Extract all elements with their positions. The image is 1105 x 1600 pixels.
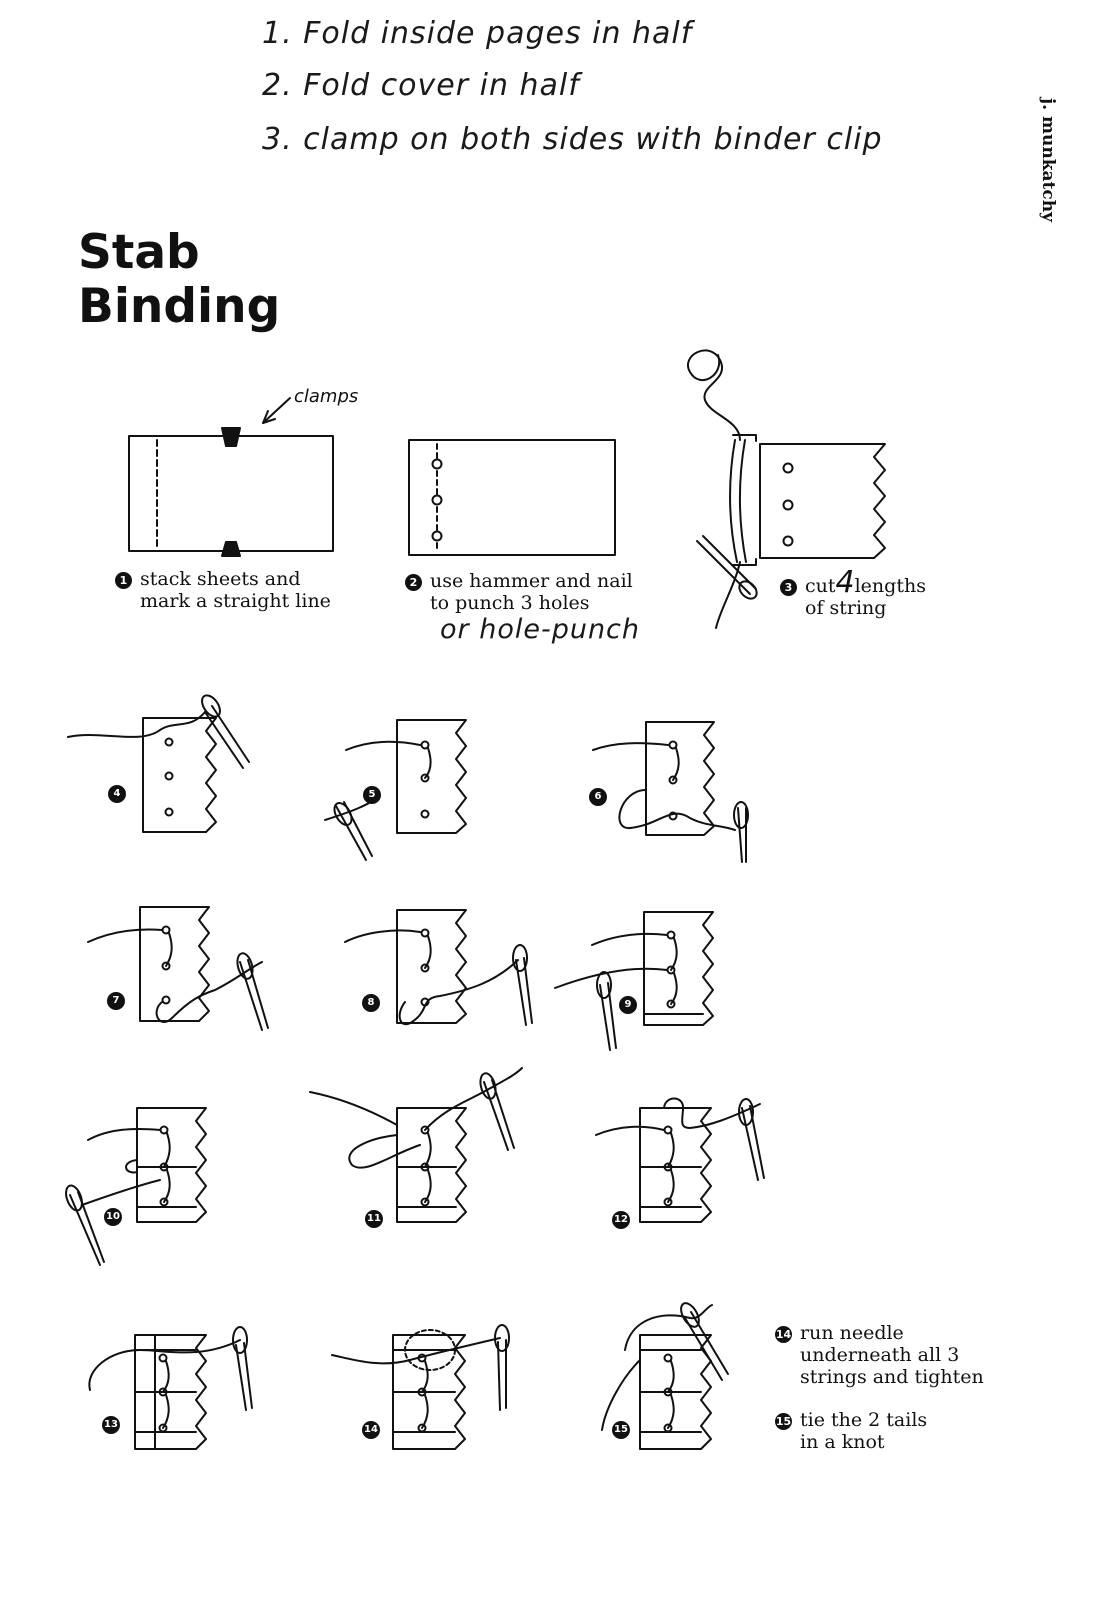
instruction-2: 2. Fold cover in half [262, 68, 580, 103]
diagram-12-number: 12 [612, 1211, 630, 1229]
step-9-diagram [554, 911, 714, 1051]
step-14-line-2: underneath all 3 [800, 1344, 960, 1366]
step-1-line-1: stack sheets and [140, 568, 301, 590]
step-14-caption: 14 run needle underneath all 3 strings an… [775, 1322, 984, 1388]
diagram-13-number: 13 [102, 1416, 120, 1434]
step-2-caption: 2 use hammer and nail to punch 3 holes [405, 570, 633, 614]
diagram-5-number: 5 [363, 786, 381, 804]
step-1-caption: 1 stack sheets and mark a straight line [115, 568, 331, 612]
step-14-line-3: strings and tighten [800, 1366, 984, 1388]
step-3-line-1-prefix: cut [805, 575, 836, 597]
step-15-line-1: tie the 2 tails [800, 1409, 928, 1431]
step-15-number: 15 [775, 1413, 792, 1430]
step-2-line-2: to punch 3 holes [430, 592, 590, 614]
step-14-diagram [331, 1324, 510, 1450]
step-14-number: 14 [775, 1326, 792, 1343]
title-line-2: Binding [78, 279, 281, 334]
step-3-number: 3 [780, 579, 797, 596]
instruction-1: 1. Fold inside pages in half [262, 16, 693, 51]
instruction-3: 3. clamp on both sides with binder clip [262, 122, 883, 157]
step-3-line-1-suffix: lengths [854, 575, 926, 597]
step-15-caption: 15 tie the 2 tails in a knot [775, 1409, 927, 1453]
diagram-11-number: 11 [365, 1210, 383, 1228]
page-title: Stab Binding [78, 226, 280, 334]
diagram-6-number: 6 [589, 788, 607, 806]
step-5-diagram [324, 719, 467, 861]
step-2-diagram [408, 439, 616, 556]
diagram-4-number: 4 [108, 785, 126, 803]
step-1-line-2: mark a straight line [140, 590, 331, 612]
step-4-diagram [67, 694, 250, 833]
diagram-10-number: 10 [104, 1208, 122, 1226]
step-7-diagram [87, 906, 269, 1031]
step-1-number: 1 [115, 572, 132, 589]
step-15-diagram [601, 1302, 729, 1450]
step-12-diagram [595, 1097, 765, 1223]
step-11-diagram [309, 1067, 523, 1223]
diagram-9-number: 9 [619, 996, 637, 1014]
diagram-14-number: 14 [362, 1421, 380, 1439]
step-2-number: 2 [405, 574, 422, 591]
clamps-label: clamps [294, 386, 358, 407]
diagram-7-number: 7 [107, 992, 125, 1010]
step-3-diagram [687, 349, 886, 629]
step-8-diagram [344, 909, 533, 1026]
step-6-diagram [592, 721, 749, 863]
step-1-diagram: clamps [128, 386, 358, 557]
step-3-caption: 3 cut4lengths of string [780, 568, 926, 619]
step-2-handwritten-note: or hole-punch [440, 614, 641, 645]
step-10-diagram [65, 1107, 207, 1266]
diagram-8-number: 8 [362, 994, 380, 1012]
step-2-line-1: use hammer and nail [430, 570, 633, 592]
step-14-line-1: run needle [800, 1322, 904, 1344]
step-3-handwritten-number: 4 [835, 565, 855, 600]
step-15-line-2: in a knot [800, 1431, 885, 1453]
step-3-line-2: of string [805, 597, 887, 619]
title-line-1: Stab [78, 225, 200, 280]
step-13-diagram [88, 1326, 253, 1450]
diagram-15-number: 15 [612, 1421, 630, 1439]
